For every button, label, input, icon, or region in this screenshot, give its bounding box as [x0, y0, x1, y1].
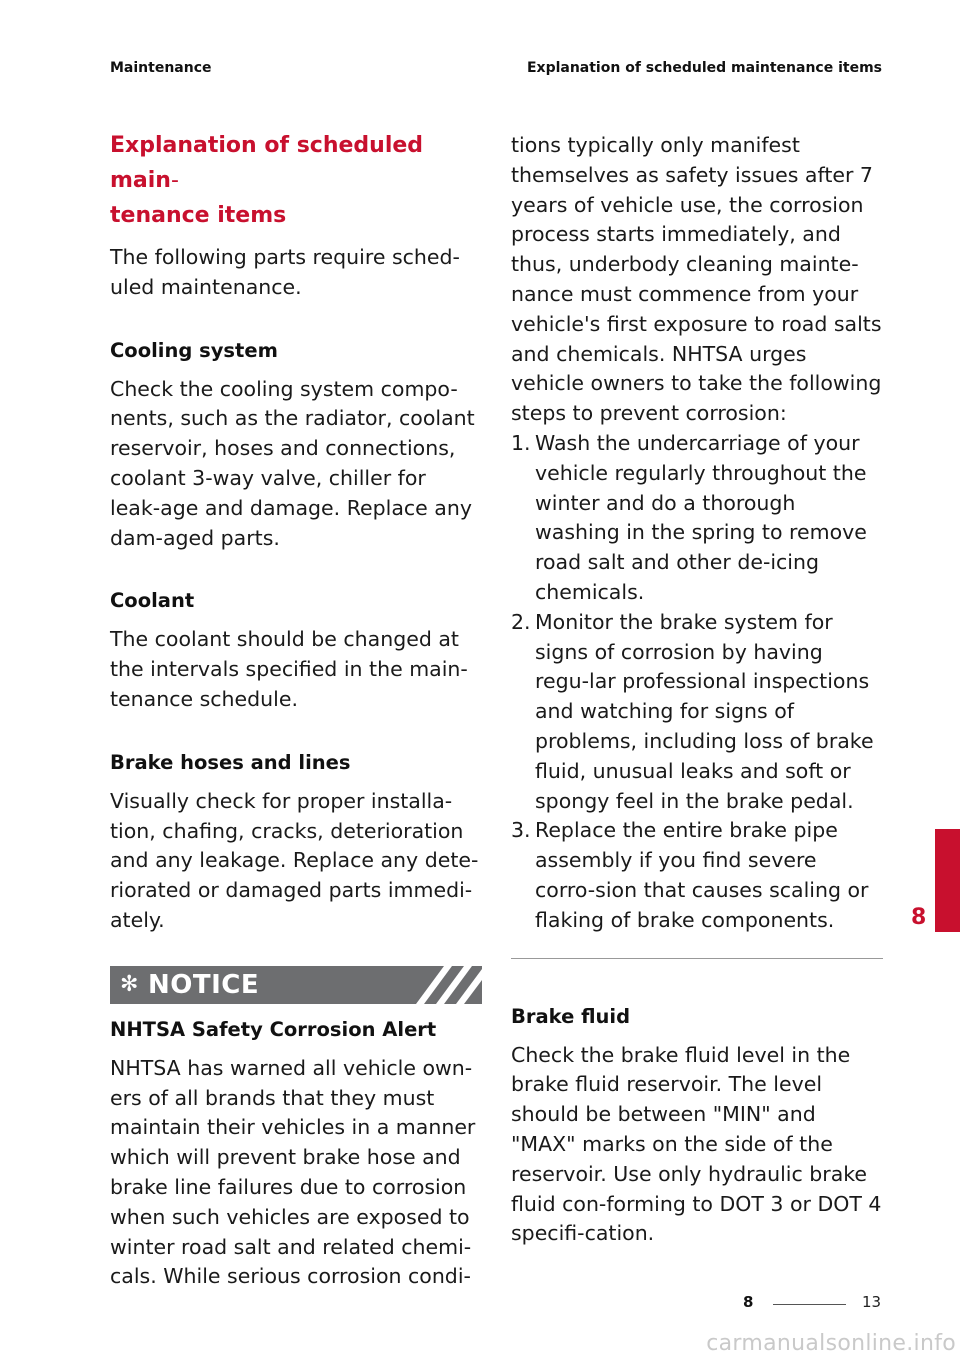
notice-label: NOTICE	[148, 969, 260, 1000]
notice-continuation-text: tions typically only manifest themselves…	[511, 133, 882, 426]
corrosion-steps-list: 1.Wash the undercarriage of your vehicle…	[511, 429, 883, 936]
page-title-hyphen: -	[170, 168, 179, 193]
right-column: tions typically only manifest themselves…	[511, 131, 883, 1249]
left-column: Explanation of scheduled main- tenance i…	[110, 128, 482, 1292]
watermark: carmanualsonline.info	[706, 1331, 956, 1356]
brake-fluid-text: Check the brake fluid level in the brake…	[511, 1042, 882, 1246]
brake-fluid-heading: Brake fluid	[511, 1004, 631, 1028]
page-title-line2: tenance items	[110, 203, 287, 228]
list-item-text: Wash the undercarriage of your vehicle r…	[535, 430, 867, 604]
notice-stripes-decoration	[412, 965, 482, 1004]
footer-page-number: 13	[862, 1293, 882, 1311]
coolant-text: The coolant should be changed at the int…	[110, 627, 468, 711]
notice-banner: ✻ NOTICE	[110, 965, 482, 1004]
notice-text: NHTSA has warned all vehicle own-ers of …	[110, 1055, 476, 1289]
footer-chapter-number: 8	[743, 1293, 754, 1311]
brake-hoses-text: Visually check for proper installa-tion,…	[110, 788, 479, 932]
list-item: 1.Wash the undercarriage of your vehicle…	[511, 429, 883, 608]
intro-paragraph: The following parts require sched-uled m…	[110, 245, 460, 299]
page-title-line1: Explanation of scheduled main	[110, 133, 424, 193]
list-item-text: Replace the entire brake pipe assembly i…	[535, 818, 869, 932]
page-title: Explanation of scheduled main- tenance i…	[110, 128, 482, 233]
coolant-heading: Coolant	[110, 589, 195, 613]
snowflake-icon: ✻	[120, 971, 139, 997]
brake-hoses-heading: Brake hoses and lines	[110, 750, 351, 774]
list-item-number: 2.	[511, 609, 531, 634]
notice-title: NHTSA Safety Corrosion Alert	[110, 1017, 437, 1041]
header-page-title: Explanation of scheduled maintenance ite…	[526, 60, 882, 76]
header-section-title: Maintenance	[110, 60, 212, 76]
chapter-side-number: 8	[911, 905, 927, 930]
chapter-side-tab	[935, 829, 960, 932]
cooling-system-heading: Cooling system	[110, 338, 278, 362]
list-item: 3.Replace the entire brake pipe assembly…	[511, 816, 883, 935]
list-item-number: 1.	[511, 430, 531, 455]
list-item-number: 3.	[511, 818, 531, 843]
list-item-text: Monitor the brake system for signs of co…	[535, 609, 874, 813]
section-divider	[511, 957, 883, 959]
cooling-system-text: Check the cooling system compo-nents, su…	[110, 376, 475, 550]
list-item: 2.Monitor the brake system for signs of …	[511, 608, 883, 817]
footer-divider	[773, 1304, 846, 1305]
